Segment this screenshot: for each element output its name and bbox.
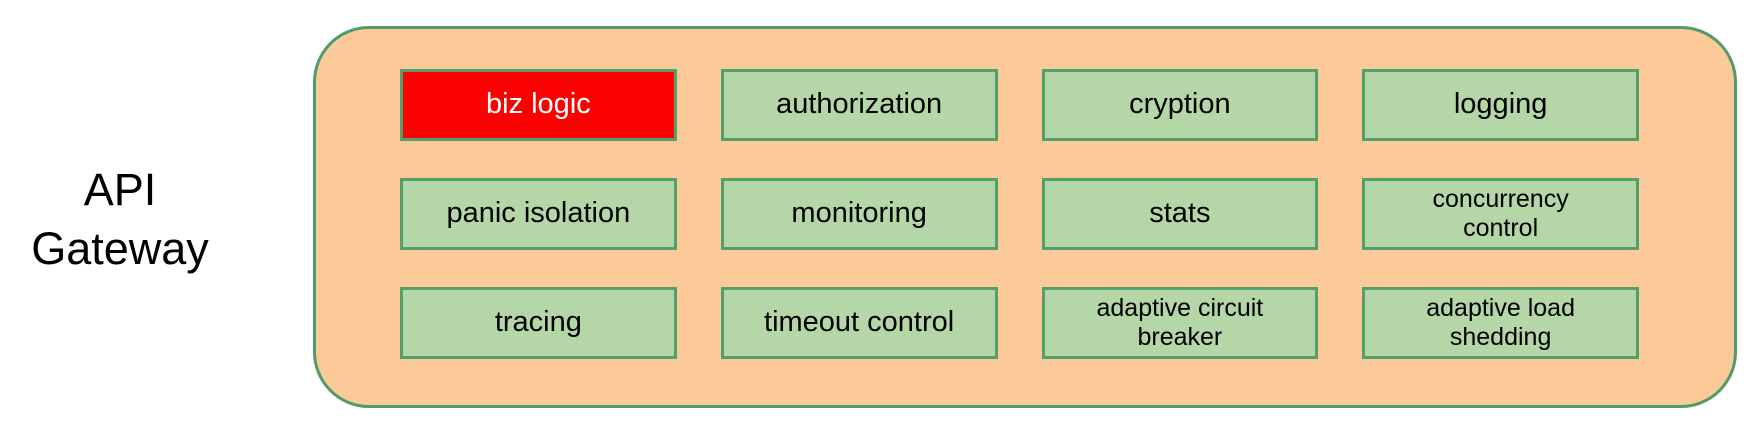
module-box-stats: stats — [1041, 178, 1319, 250]
module-box-concurrency-control: concurrency control — [1362, 178, 1639, 250]
module-box-tracing: tracing — [400, 287, 677, 359]
module-box-adaptive-circuit-breaker: adaptive circuit breaker — [1041, 287, 1319, 359]
module-box-adaptive-load-shedding: adaptive load shedding — [1362, 287, 1639, 359]
module-box-authorization: authorization — [720, 69, 998, 141]
module-box-logging: logging — [1362, 69, 1639, 141]
module-box-timeout-control: timeout control — [720, 287, 998, 359]
api-gateway-label: API Gateway — [31, 164, 209, 274]
api-gateway-container: biz logic authorization cryption logging… — [313, 26, 1737, 408]
module-box-monitoring: monitoring — [720, 178, 998, 250]
module-box-biz-logic: biz logic — [400, 69, 677, 141]
module-box-cryption: cryption — [1041, 69, 1319, 141]
modules-grid: biz logic authorization cryption logging… — [400, 69, 1639, 359]
module-box-panic-isolation: panic isolation — [400, 178, 677, 250]
